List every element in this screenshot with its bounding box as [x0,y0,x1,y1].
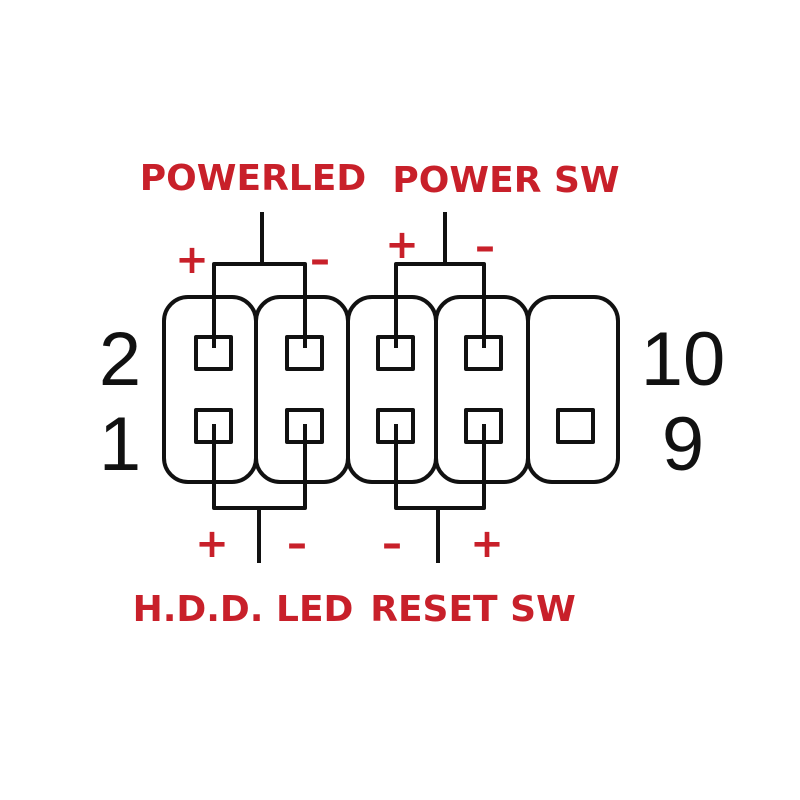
power-sw-label: POWER SW [392,160,619,201]
pin-column-2-housing [254,295,350,484]
pin-column-5-housing [526,295,620,484]
powerled-label: POWERLED [140,158,366,199]
reset-sw-label: RESET SW [370,589,576,630]
hdd-led-plus-sign: + [195,521,229,567]
powerled-minus-sign: – [310,237,330,283]
pin-column-3-housing [346,295,438,484]
hdd-led-minus-sign: – [287,521,307,567]
pin-9 [556,408,595,444]
pin-number-10: 10 [641,317,726,402]
pin-number-2: 2 [99,317,141,402]
powerled-bracket [212,262,307,348]
pin-column-1-housing [162,295,258,484]
reset-sw-minus-sign: – [382,521,402,567]
hdd-led-label: H.D.D. LED [133,589,354,630]
power-sw-plus-sign: + [385,222,419,268]
pin-number-1: 1 [99,402,141,487]
pin-number-9: 9 [662,402,704,487]
power-sw-bracket [394,262,486,348]
powerled-plus-sign: + [175,237,209,283]
reset-sw-bracket [394,424,486,510]
reset-sw-plus-sign: + [470,521,504,567]
power-sw-minus-sign: – [475,224,495,270]
hdd-led-bracket [212,424,307,510]
